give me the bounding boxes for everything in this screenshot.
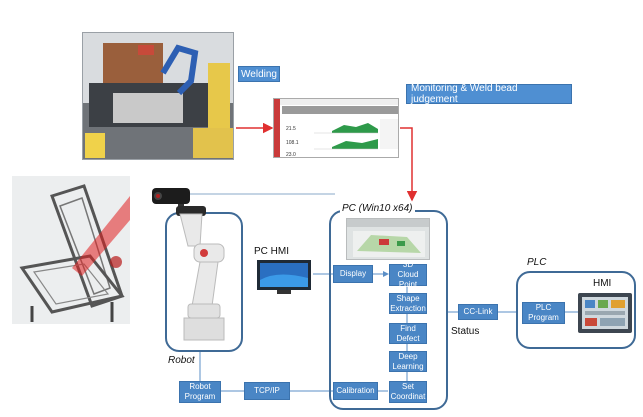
monitor-icon [257,260,311,294]
robot-caption: Robot [168,355,195,366]
seat-frame-illustration [19,184,130,322]
seat-frame-photo [12,176,130,324]
monitor-value-2: 108.1 [286,140,299,146]
welding-cell-photo [82,32,234,160]
shape-extraction-module: Shape Extraction [389,293,427,314]
welding-label: Welding [238,66,280,82]
robot-program-box: Robot Program [179,381,221,403]
plc-title: PLC [527,257,547,268]
hmi-panel [578,293,632,333]
hmi-label: HMI [593,278,612,289]
camera-sensor [148,184,194,208]
robot-arm-image [172,206,236,346]
3d-cloud-point-module: 3D Cloud Point [389,260,427,289]
hmi-panel-icon [578,293,632,333]
camera-icon [152,188,190,208]
tcpip-box: TCP/IP [244,382,290,400]
pc-hmi-monitor [257,260,311,294]
plc-group [516,271,636,349]
arrow-monitor-to-pc [400,127,418,202]
cc-link-box: CC-Link [458,304,498,320]
pc-hmi-label: PC HMI [254,246,289,257]
robot-arm-illustration [176,206,225,341]
monitor-value-1: 21.5 [286,126,296,132]
monitoring-chart-illustration [274,99,398,157]
pc-screen-thumbnail [346,218,430,260]
deep-learning-module: Deep Learning [389,351,427,372]
welding-robot-illustration [83,33,233,159]
monitoring-label: Monitoring & Weld bead judgement [406,83,572,105]
calibration-module: Calibration [333,382,378,400]
find-defect-module: Find Defect [389,323,427,344]
monitoring-screen [273,98,399,158]
pc-title: PC (Win10 x64) [340,203,415,214]
set-coordinat-module: Set Coordinat [389,381,427,403]
display-module: Display [333,265,373,283]
monitor-value-3: 23.0 [286,152,296,158]
point-cloud-illustration [347,219,429,257]
plc-program-box: PLC Program [522,302,565,324]
status-label: Status [451,326,480,337]
